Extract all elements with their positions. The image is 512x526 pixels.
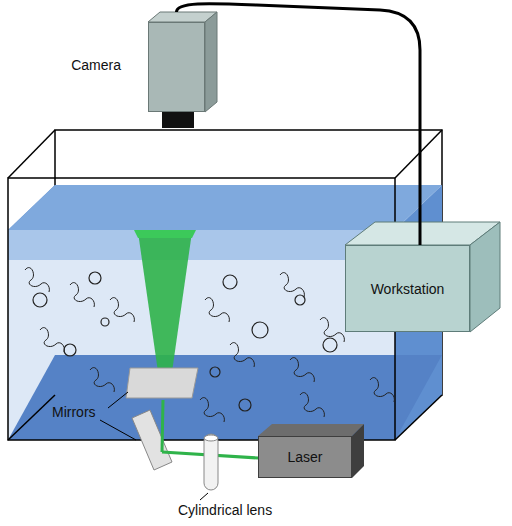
part-label: Cylindrical lens bbox=[178, 502, 272, 518]
upper-mirror bbox=[126, 368, 198, 398]
camera-cable bbox=[177, 4, 421, 245]
cylindrical-lens bbox=[204, 434, 218, 490]
part-label: Camera bbox=[71, 57, 121, 73]
workstation-box: Workstation bbox=[345, 245, 470, 332]
laser-side bbox=[352, 424, 364, 478]
camera-side bbox=[205, 12, 217, 112]
leader-line bbox=[108, 392, 128, 408]
seeding-particles bbox=[25, 264, 394, 422]
water-top-band bbox=[8, 230, 395, 260]
laser-beam-up bbox=[162, 400, 163, 452]
part-label: Mirrors bbox=[52, 404, 96, 420]
laser-box: Laser bbox=[258, 436, 352, 478]
camera-body: Camera bbox=[148, 22, 205, 112]
camera-lens bbox=[162, 112, 194, 128]
leader-line bbox=[100, 420, 136, 440]
tank-front bbox=[8, 178, 395, 440]
box-label: Laser bbox=[287, 449, 322, 465]
light-sheet bbox=[138, 232, 192, 372]
tank-floor bbox=[8, 355, 442, 440]
lower-mirror bbox=[132, 410, 172, 470]
laser-top bbox=[258, 424, 364, 436]
leader-line bbox=[200, 493, 208, 500]
light-sheet-surface bbox=[134, 230, 196, 238]
workstation-side bbox=[470, 222, 500, 332]
box-label: Workstation bbox=[371, 281, 445, 297]
